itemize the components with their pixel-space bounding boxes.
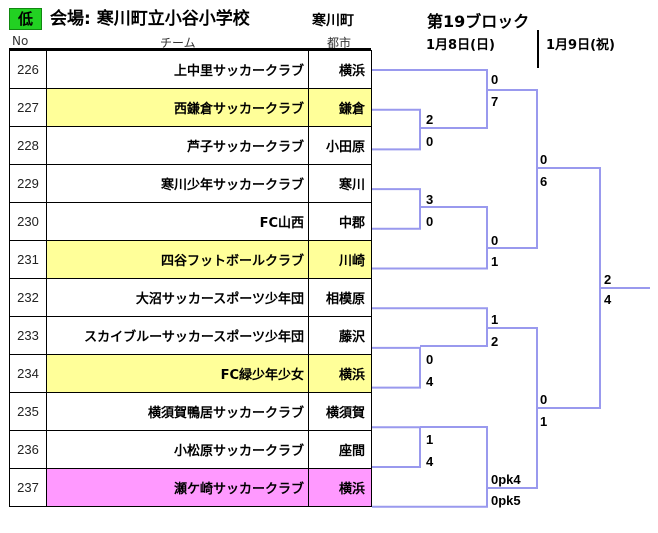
bracket-line	[487, 327, 538, 489]
team-number: 236	[9, 430, 47, 469]
team-name: FC緑少年少女	[46, 354, 309, 393]
team-number: 229	[9, 164, 47, 203]
team-city: 横浜	[308, 50, 372, 89]
match-score: 2	[491, 334, 498, 349]
team-name: 大沼サッカースポーツ少年団	[46, 278, 309, 317]
match-score: 0	[491, 72, 498, 87]
block-title: 第19ブロック	[427, 12, 530, 31]
match-score: 4	[604, 292, 612, 307]
team-number: 227	[9, 88, 47, 127]
category-badge: 低	[9, 8, 42, 30]
bracket-line	[537, 167, 601, 409]
team-city: 小田原	[308, 126, 372, 165]
bracket-line	[372, 188, 421, 230]
bracket-line	[487, 89, 538, 249]
team-city: 相模原	[308, 278, 372, 317]
team-city: 藤沢	[308, 316, 372, 355]
team-number: 226	[9, 50, 47, 89]
match-score: 0pk5	[491, 493, 521, 508]
date-day2: 1月9日(祝)	[546, 38, 615, 53]
team-number: 237	[9, 468, 47, 507]
date-day1: 1月8日(日)	[426, 38, 495, 53]
match-score: 0	[426, 352, 433, 367]
match-score: 4	[426, 454, 434, 469]
team-name: スカイブルーサッカースポーツ少年団	[46, 316, 309, 355]
match-score: 0	[426, 134, 433, 149]
team-city: 横浜	[308, 468, 372, 507]
match-score: 0	[540, 152, 547, 167]
team-name: 上中里サッカークラブ	[46, 50, 309, 89]
bracket-line	[372, 206, 488, 270]
team-city: 座間	[308, 430, 372, 469]
match-score: 1	[491, 312, 498, 327]
team-number: 233	[9, 316, 47, 355]
match-score: 2	[604, 272, 611, 287]
team-city: 寒川	[308, 164, 372, 203]
bracket-line	[372, 307, 488, 347]
venue-city: 寒川町	[312, 13, 354, 29]
match-score: 0	[426, 214, 433, 229]
match-score: 2	[426, 112, 433, 127]
team-number: 230	[9, 202, 47, 241]
team-name: 寒川少年サッカークラブ	[46, 164, 309, 203]
bracket-line	[372, 69, 488, 129]
team-city: 鎌倉	[308, 88, 372, 127]
match-score: 1	[491, 254, 498, 269]
column-header-city: 都市	[327, 36, 352, 50]
column-header-team: チーム	[160, 36, 196, 50]
team-city: 川崎	[308, 240, 372, 279]
bracket-line	[372, 346, 421, 389]
match-score: 0	[540, 392, 547, 407]
header-divider	[9, 48, 371, 50]
team-name: 瀬ケ崎サッカークラブ	[46, 468, 309, 507]
date-divider	[537, 30, 539, 68]
match-score: 3	[426, 192, 433, 207]
column-header-no: No	[12, 34, 29, 48]
team-name: 芦子サッカークラブ	[46, 126, 309, 165]
match-score: 4	[426, 374, 434, 389]
bracket-line	[372, 426, 488, 508]
bracket-line	[372, 426, 421, 468]
match-score: 0	[491, 233, 498, 248]
match-score: 0pk4	[491, 472, 521, 487]
venue-title: 会場: 寒川町立小谷小学校	[50, 9, 250, 29]
team-city: 横浜	[308, 354, 372, 393]
bracket-line	[372, 108, 421, 151]
match-score: 7	[491, 94, 498, 109]
team-number: 231	[9, 240, 47, 279]
team-name: 四谷フットボールクラブ	[46, 240, 309, 279]
team-city: 横須賀	[308, 392, 372, 431]
match-score: 6	[540, 174, 547, 189]
team-name: 西鎌倉サッカークラブ	[46, 88, 309, 127]
team-number: 232	[9, 278, 47, 317]
match-score: 1	[540, 414, 547, 429]
match-score: 1	[426, 432, 433, 447]
